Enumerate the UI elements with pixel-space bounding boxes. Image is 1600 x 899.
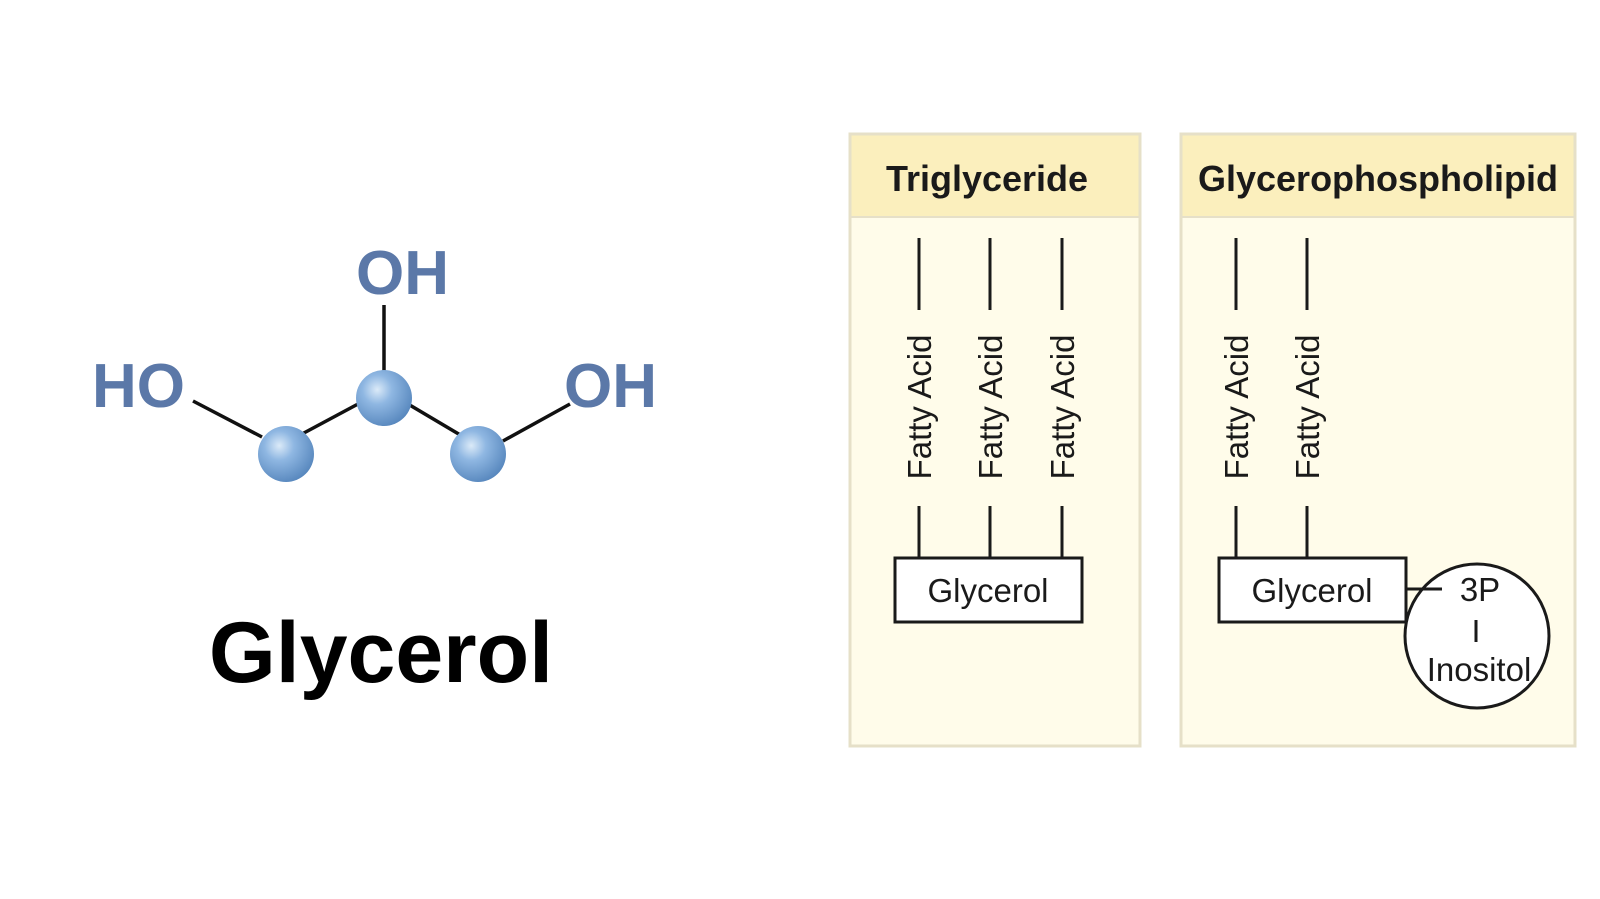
phospholipid-glycerol-label: Glycerol [1251, 572, 1372, 609]
phospholipid-glycerol-box [1217, 556, 1408, 624]
bond-ho-c1 [192, 399, 263, 439]
phospholipid-fatty-acid-2-label: Fatty Acid [1289, 335, 1326, 480]
triglyceride-glycerol-label: Glycerol [927, 572, 1048, 609]
phosphate-label: 3P [1460, 571, 1500, 608]
triglyceride-glycerol-box [893, 556, 1084, 624]
bond-c2-c3 [407, 402, 463, 438]
triglyceride-panel-header [851, 135, 1139, 218]
carbon-atom-3 [450, 426, 506, 482]
glycerophospholipid-panel: Glycerophospholipid Fatty Acid Fatty Aci… [1179, 132, 1577, 748]
hydroxyl-label-top: OH [356, 239, 449, 308]
carbon-atom-2 [356, 370, 412, 426]
fatty-acid-chain-2-label: Fatty Acid [972, 335, 1009, 480]
bond-c3-oh-right [502, 402, 571, 443]
glycerophospholipid-title: Glycerophospholipid [1198, 158, 1558, 199]
triglyceride-panel: Triglyceride Fatty Acid Fatty Acid Fatty… [848, 132, 1142, 748]
molecule-title: Glycerol [209, 605, 553, 701]
bond-c1-c2 [301, 402, 359, 436]
phospholipid-fatty-acid-1-label: Fatty Acid [1218, 335, 1255, 480]
fatty-acid-chain-1-label: Fatty Acid [901, 335, 938, 480]
inositol-label: Inositol [1427, 651, 1532, 688]
hydroxyl-label-right: OH [564, 352, 657, 421]
glycerol-molecule: HO OH OH Glycerol [92, 239, 657, 701]
carbon-atom-1 [258, 426, 314, 482]
triglyceride-title: Triglyceride [886, 158, 1088, 199]
hydroxyl-label-left: HO [92, 352, 185, 421]
glycerophospholipid-panel-header [1182, 135, 1574, 218]
fatty-acid-chain-3-label: Fatty Acid [1044, 335, 1081, 480]
triglyceride-panel-frame [848, 132, 1142, 748]
